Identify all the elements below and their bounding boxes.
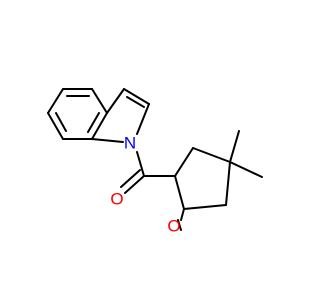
bond-c3a-c3 — [106, 88, 125, 114]
bond-benzene-2 — [91, 88, 108, 114]
carbonyl-oxygen-label: O — [110, 190, 123, 209]
bond-n-c7a — [91, 138, 124, 143]
bond-n-carbonyl — [136, 151, 145, 177]
bond-benzene-3 — [91, 112, 108, 140]
bond-methyl-1 — [229, 130, 240, 163]
bond-benzene-5 — [47, 112, 64, 140]
bond-co-2 — [120, 169, 141, 188]
bond-methyl-2 — [229, 161, 263, 178]
benzene-ring — [47, 88, 108, 140]
gem-dimethyl — [229, 130, 263, 178]
ketone-oxygen-label: O — [167, 217, 180, 236]
bond-ketone-2 — [177, 219, 182, 231]
bond-c4-c5 — [183, 204, 227, 210]
bond-c3-c4 — [225, 161, 231, 206]
amide-carbonyl — [120, 151, 176, 194]
bond-c3-c2 — [123, 88, 150, 105]
bond-co-1 — [124, 175, 145, 194]
bond-c2-c3 — [192, 147, 231, 163]
pyrrole-ring — [91, 88, 150, 143]
bond-c1-c2 — [174, 147, 194, 177]
bond-benzene-inner-3 — [55, 112, 67, 132]
bond-ketone-1 — [180, 208, 185, 221]
bond-c5-c1 — [174, 175, 185, 210]
molecule-structure-diagram: N O O — [47, 88, 263, 236]
bond-benzene-inner-2 — [87, 112, 100, 133]
ketone-carbonyl — [177, 208, 185, 231]
cyclopentanone-ring — [174, 147, 231, 210]
bond-c3-c2-double — [126, 96, 145, 108]
bond-benzene-6 — [47, 88, 64, 114]
nitrogen-label: N — [124, 134, 136, 153]
bond-c2-n — [136, 103, 150, 135]
